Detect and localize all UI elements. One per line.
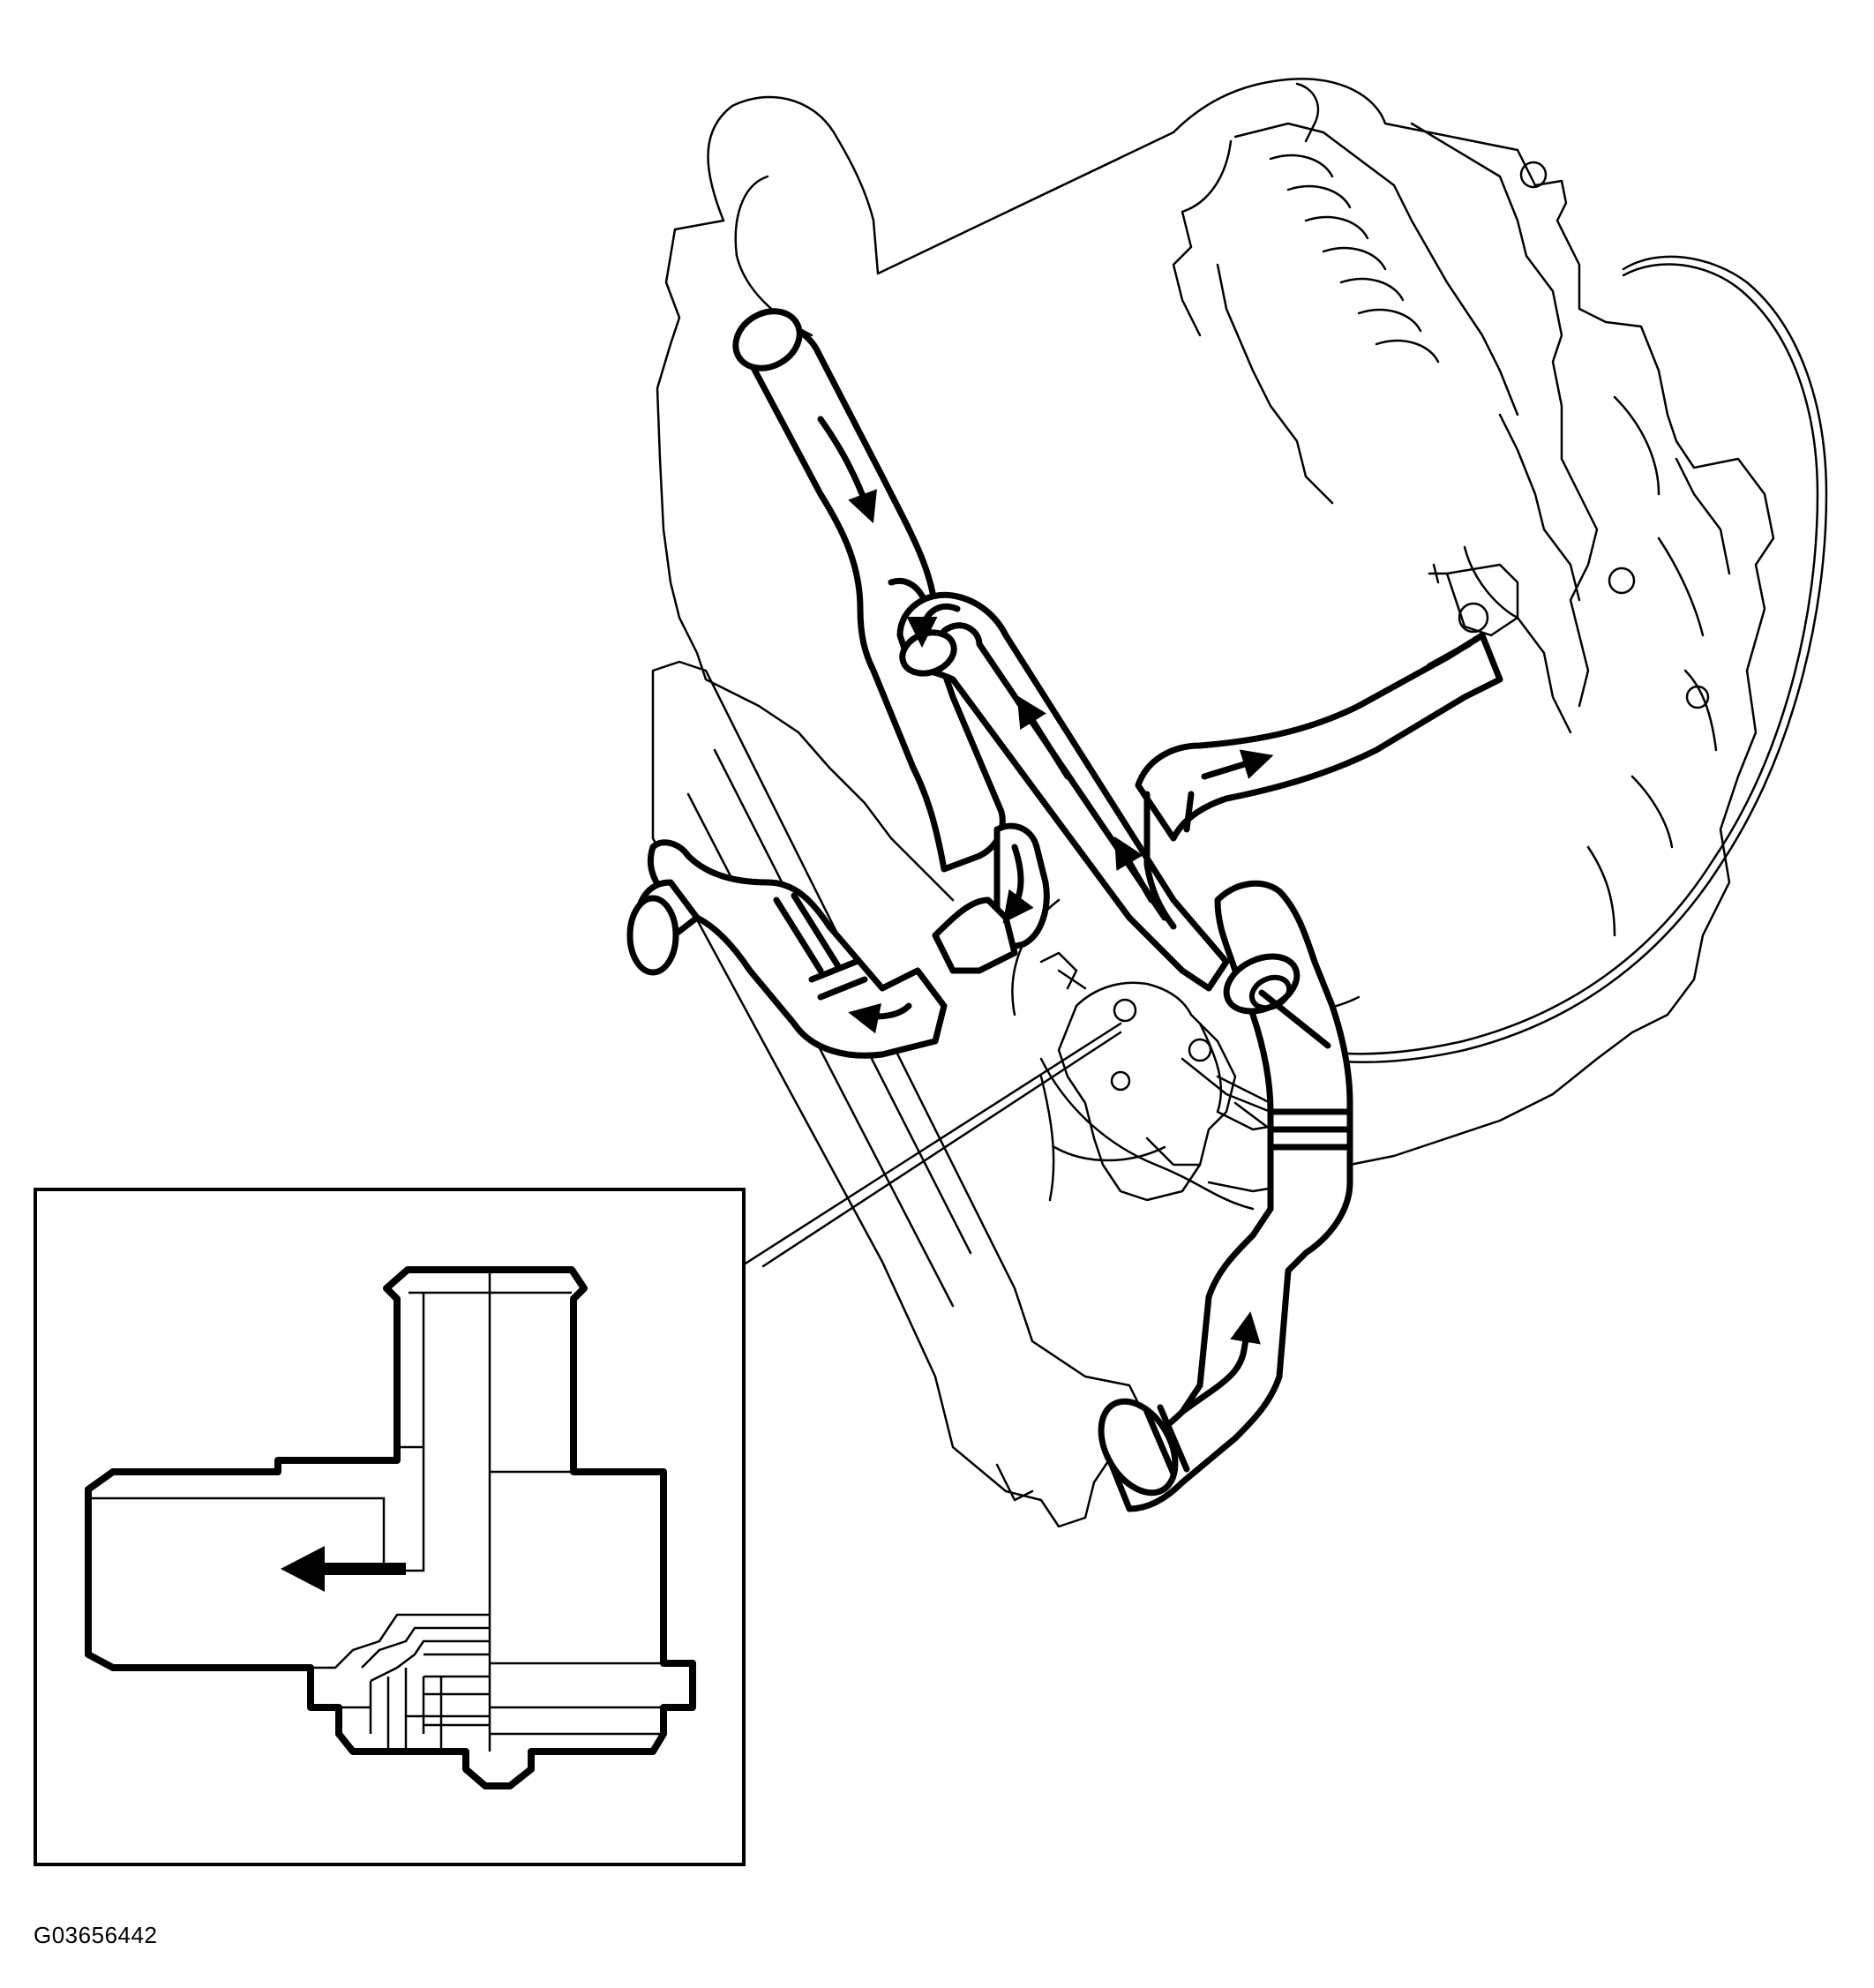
flow-arrow-icon — [1002, 844, 1034, 924]
flow-arrow-icon — [1201, 749, 1274, 780]
flow-arrow-icon — [817, 416, 878, 524]
thermostat-cutaway-inset — [34, 1188, 746, 1866]
housing-outline — [85, 1266, 696, 1789]
outlet-hose-upper-right — [1135, 632, 1503, 930]
bypass-pipe — [1295, 255, 1828, 1063]
flow-arrows — [817, 416, 1274, 1415]
engine-block — [656, 78, 1775, 1211]
flow-arrow-icon — [906, 603, 961, 648]
lower-radiator-hose — [1098, 880, 1353, 1512]
flow-arrow-icon — [848, 1002, 912, 1034]
flow-arrow-icon — [1179, 1311, 1261, 1415]
inset-flow-arrow-icon — [281, 1546, 406, 1592]
upper-radiator-hose — [732, 308, 1006, 873]
inset-leader-lines — [739, 1022, 1122, 1268]
figure-id-label: G03656442 — [34, 1922, 158, 1948]
flow-arrow-icon — [1183, 791, 1195, 833]
flow-arrow-icon — [1113, 836, 1155, 904]
flow-arrow-icon — [1016, 695, 1071, 780]
heater-hose-left — [626, 839, 1018, 1059]
